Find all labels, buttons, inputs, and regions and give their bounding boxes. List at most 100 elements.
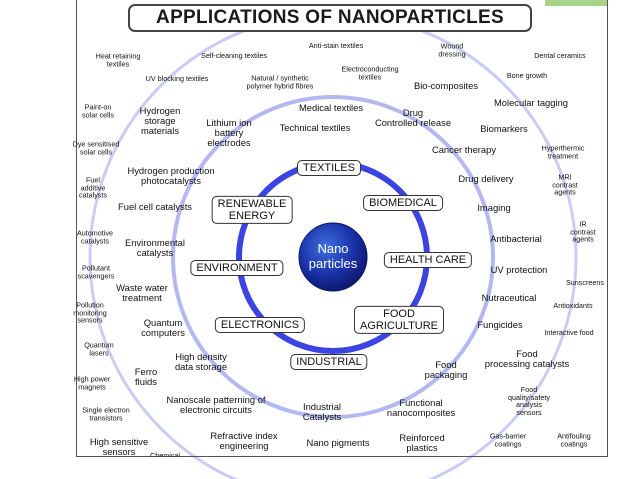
app-gas-barrier-line2: coatings xyxy=(494,439,522,448)
app-ferro-line2: fluids xyxy=(135,376,157,387)
app-antifouling-line2: coatings xyxy=(560,439,588,448)
app-automotive-line1: Automotive xyxy=(77,228,113,238)
app-food-quality-line4: sensors xyxy=(516,407,542,417)
app-food-proc-line1: Food xyxy=(516,348,538,360)
app-functional-line1: Functional xyxy=(399,397,443,409)
app-drug-line2: Controlled release xyxy=(374,117,452,128)
app-natural-line2: polymer hybrid fibres xyxy=(246,81,314,90)
app-quantum-comp-line1: Quantum xyxy=(143,317,183,329)
app-electroconducting-line2: textiles xyxy=(358,72,382,81)
app-refractive-line1: Refractive index xyxy=(210,430,278,442)
app-pollutant-line2: scavengers xyxy=(77,271,115,280)
app-ir-line1: IR xyxy=(579,219,587,229)
page-title: APPLICATIONS OF NANOPARTICLES xyxy=(156,7,504,28)
app-hyper-line2: treatment xyxy=(547,151,579,160)
app-food-quality-line2: quality/safety xyxy=(508,392,550,402)
app-food-pack-line1: Food xyxy=(435,359,457,371)
app-high-density-line1: High density xyxy=(175,351,227,363)
app-anti-stain-textiles: Anti-stain textiles xyxy=(308,41,364,51)
app-food-proc-line2: processing catalysts xyxy=(484,358,570,369)
app-drug-delivery: Drug delivery xyxy=(458,173,514,185)
app-dental-ceramics: Dental ceramics xyxy=(534,51,586,61)
app-pollution-monitoring-sensors: Pollution monitoring sensors xyxy=(73,302,107,325)
app-cancer-therapy: Cancer therapy xyxy=(431,144,497,156)
app-ir-contrast-agents: IR contrast agents xyxy=(570,221,596,244)
category-textiles: TEXTILES xyxy=(297,159,361,177)
app-ir-line2: contrast xyxy=(570,227,596,237)
frame-left-line xyxy=(76,0,77,456)
app-high-sensitive-line2: sensors xyxy=(102,446,136,457)
app-mri-line3: agents xyxy=(554,187,576,197)
app-fuel-cell-catalysts: Fuel cell catalysts xyxy=(118,201,192,213)
app-electroconducting-line1: Electroconducting xyxy=(341,64,399,74)
app-ferro-fluids: Ferro fluids xyxy=(135,367,157,387)
app-reinforced-line1: Reinforced xyxy=(399,432,445,444)
category-food-line1: FOOD xyxy=(383,307,415,320)
app-pollution-line3: sensors xyxy=(77,315,103,325)
app-quantum-lasers: Quantum lasers xyxy=(84,341,114,356)
app-natural-line1: Natural / synthetic xyxy=(251,73,309,83)
app-env-cat-line1: Environmental xyxy=(125,237,185,249)
middle-ring xyxy=(171,95,495,419)
app-high-density-data-storage: High density data storage xyxy=(175,352,227,372)
app-quantum-comp-line2: computers xyxy=(141,327,185,338)
app-hydrogen-storage-materials: Hydrogen storage materials xyxy=(140,106,181,136)
app-industrial-cat-line2: Catalysts xyxy=(302,411,342,422)
category-industrial: INDUSTRIAL xyxy=(290,353,368,371)
app-high-sensitive-line1: High sensitive xyxy=(89,436,149,448)
category-renewable-energy: RENEWABLE ENERGY xyxy=(211,195,293,225)
app-h2prod-line1: Hydrogen production xyxy=(127,165,215,177)
app-nanoscale-patterning: Nanoscale patterning of electronic circu… xyxy=(166,395,265,415)
app-pollutant-line1: Pollutant xyxy=(82,263,110,273)
app-paint-line1: Paint-on xyxy=(84,102,112,112)
app-wound-line1: Wound xyxy=(440,41,464,51)
app-natural-synthetic-fibres: Natural / synthetic polymer hybrid fibre… xyxy=(247,74,314,89)
app-antifouling-line1: Antifouling xyxy=(557,431,591,441)
app-drug-controlled-release: Drug Controlled release xyxy=(375,108,451,128)
app-nutraceutical: Nutraceutical xyxy=(481,292,537,304)
app-hyper-line1: Hyperthermic xyxy=(541,143,585,153)
app-antioxidants: Antioxidants xyxy=(553,301,593,311)
app-interactive-food: Interactive food xyxy=(544,328,594,338)
app-reinforced-line2: plastics xyxy=(406,442,438,453)
center-label-line2: particles xyxy=(308,256,358,271)
center-label-line1: Nano xyxy=(317,241,349,257)
app-bone-growth: Bone growth xyxy=(506,71,548,81)
app-quantum-lasers-line2: lasers xyxy=(89,348,109,357)
app-fungicides: Fungicides xyxy=(477,319,523,331)
app-heat-retaining-textiles: Heat retaining textiles xyxy=(96,52,141,67)
app-waste-line1: Waste water xyxy=(116,282,168,294)
app-high-power-line1: High power xyxy=(73,374,111,384)
app-quantum-lasers-line1: Quantum xyxy=(84,340,114,350)
app-hydrogen-production-photocatalysts: Hydrogen production photocatalysts xyxy=(127,166,214,186)
app-food-quality-line3: analysis xyxy=(516,400,542,409)
app-env-cat-line2: catalysts xyxy=(136,247,174,258)
app-lithium-ion-battery-electrodes: Lithium ion battery electrodes xyxy=(206,118,251,148)
app-gas-barrier-coatings: Gas-barrier coatings xyxy=(490,432,526,447)
app-technical-textiles: Technical textiles xyxy=(279,122,351,134)
app-sunscreens: Sunscreens xyxy=(566,278,604,288)
app-pollution-line2: monitoring xyxy=(73,308,107,318)
app-h2prod-line2: photocatalysts xyxy=(141,175,201,186)
app-hydrogen-line2: storage xyxy=(144,115,176,127)
app-bio-composites: Bio-composites xyxy=(413,80,479,92)
app-biomarkers: Biomarkers xyxy=(480,123,528,135)
green-header-tab xyxy=(545,0,607,6)
category-renewable-line1: RENEWABLE xyxy=(217,197,287,210)
app-gas-barrier-line1: Gas-barrier xyxy=(489,431,527,441)
app-single-electron-transistors: Single electron transistors xyxy=(82,406,130,421)
app-dye-line1: Dye sensitised xyxy=(72,139,120,149)
app-quantum-computers: Quantum computers xyxy=(141,318,185,338)
app-high-sensitive-sensors: High sensitive sensors xyxy=(90,437,148,457)
app-mri-contrast-agents: MRI contrast agents xyxy=(552,174,578,197)
frame-bottom-line xyxy=(76,456,608,457)
app-wound-dressing: Wound dressing xyxy=(438,42,465,57)
app-industrial-cat-line1: Industrial xyxy=(302,401,342,413)
app-fuel-additive-line3: catalysts xyxy=(79,190,107,200)
app-food-quality-line1: Food xyxy=(520,384,538,394)
app-dye-sensitised-solar-cells: Dye sensitised solar cells xyxy=(73,140,120,155)
app-food-quality-safety-analysis-sensors: Food quality/safety analysis sensors xyxy=(508,386,550,416)
app-fuel-additive-line2: additive xyxy=(80,183,106,193)
app-lithium-line3: electrodes xyxy=(207,136,251,148)
